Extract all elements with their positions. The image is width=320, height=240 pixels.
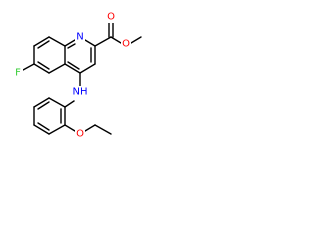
bond-c5-c4a	[48, 63, 66, 74]
atom-label-o-carbonyl: O	[107, 12, 115, 23]
atom-label-nh: NH	[73, 87, 88, 98]
bond-c-oester	[110, 36, 122, 44]
bond-c6-c5	[33, 63, 50, 74]
atom-label-o-ether: O	[76, 129, 84, 140]
atom-label-o-ester: O	[122, 39, 130, 50]
bond-ph5-ph6-inner	[37, 101, 50, 110]
bond-c2-ccarbonyl	[94, 36, 112, 47]
bond-nh-phenyl	[64, 100, 75, 108]
bond-c8-c7-inner	[37, 40, 50, 49]
bond-c8a-c8	[48, 36, 66, 47]
bond-c6-c5-inner	[37, 61, 50, 70]
bond-ph6-ph1	[48, 97, 66, 108]
bond-ph2-ph3	[48, 124, 66, 135]
bond-c6-f	[22, 63, 35, 71]
chemical-structure: N O O F NH O	[13, 11, 142, 140]
bond-ph5-ph6	[33, 97, 50, 108]
bond-c8a-n1	[64, 39, 76, 47]
bonds	[22, 21, 142, 135]
bond-ch2-ch3	[94, 124, 112, 135]
bond-c8-c7	[33, 36, 50, 47]
bond-c4-c4a-inner	[67, 61, 80, 70]
bond-ph2-oether	[64, 124, 76, 132]
bond-ph3-ph4-inner	[37, 122, 50, 131]
bond-ph3-ph4	[33, 124, 50, 135]
atom-label-n1: N	[76, 32, 83, 43]
atom-labels: N O O F NH O	[13, 11, 131, 140]
bond-c8a-n1-inner	[67, 43, 76, 49]
bond-oether-ch2	[84, 124, 96, 132]
bond-c3-c4	[79, 63, 96, 74]
bond-c4-c4a	[64, 63, 81, 74]
atom-label-fluorine: F	[15, 68, 21, 79]
bond-oester-methyl	[130, 36, 142, 44]
